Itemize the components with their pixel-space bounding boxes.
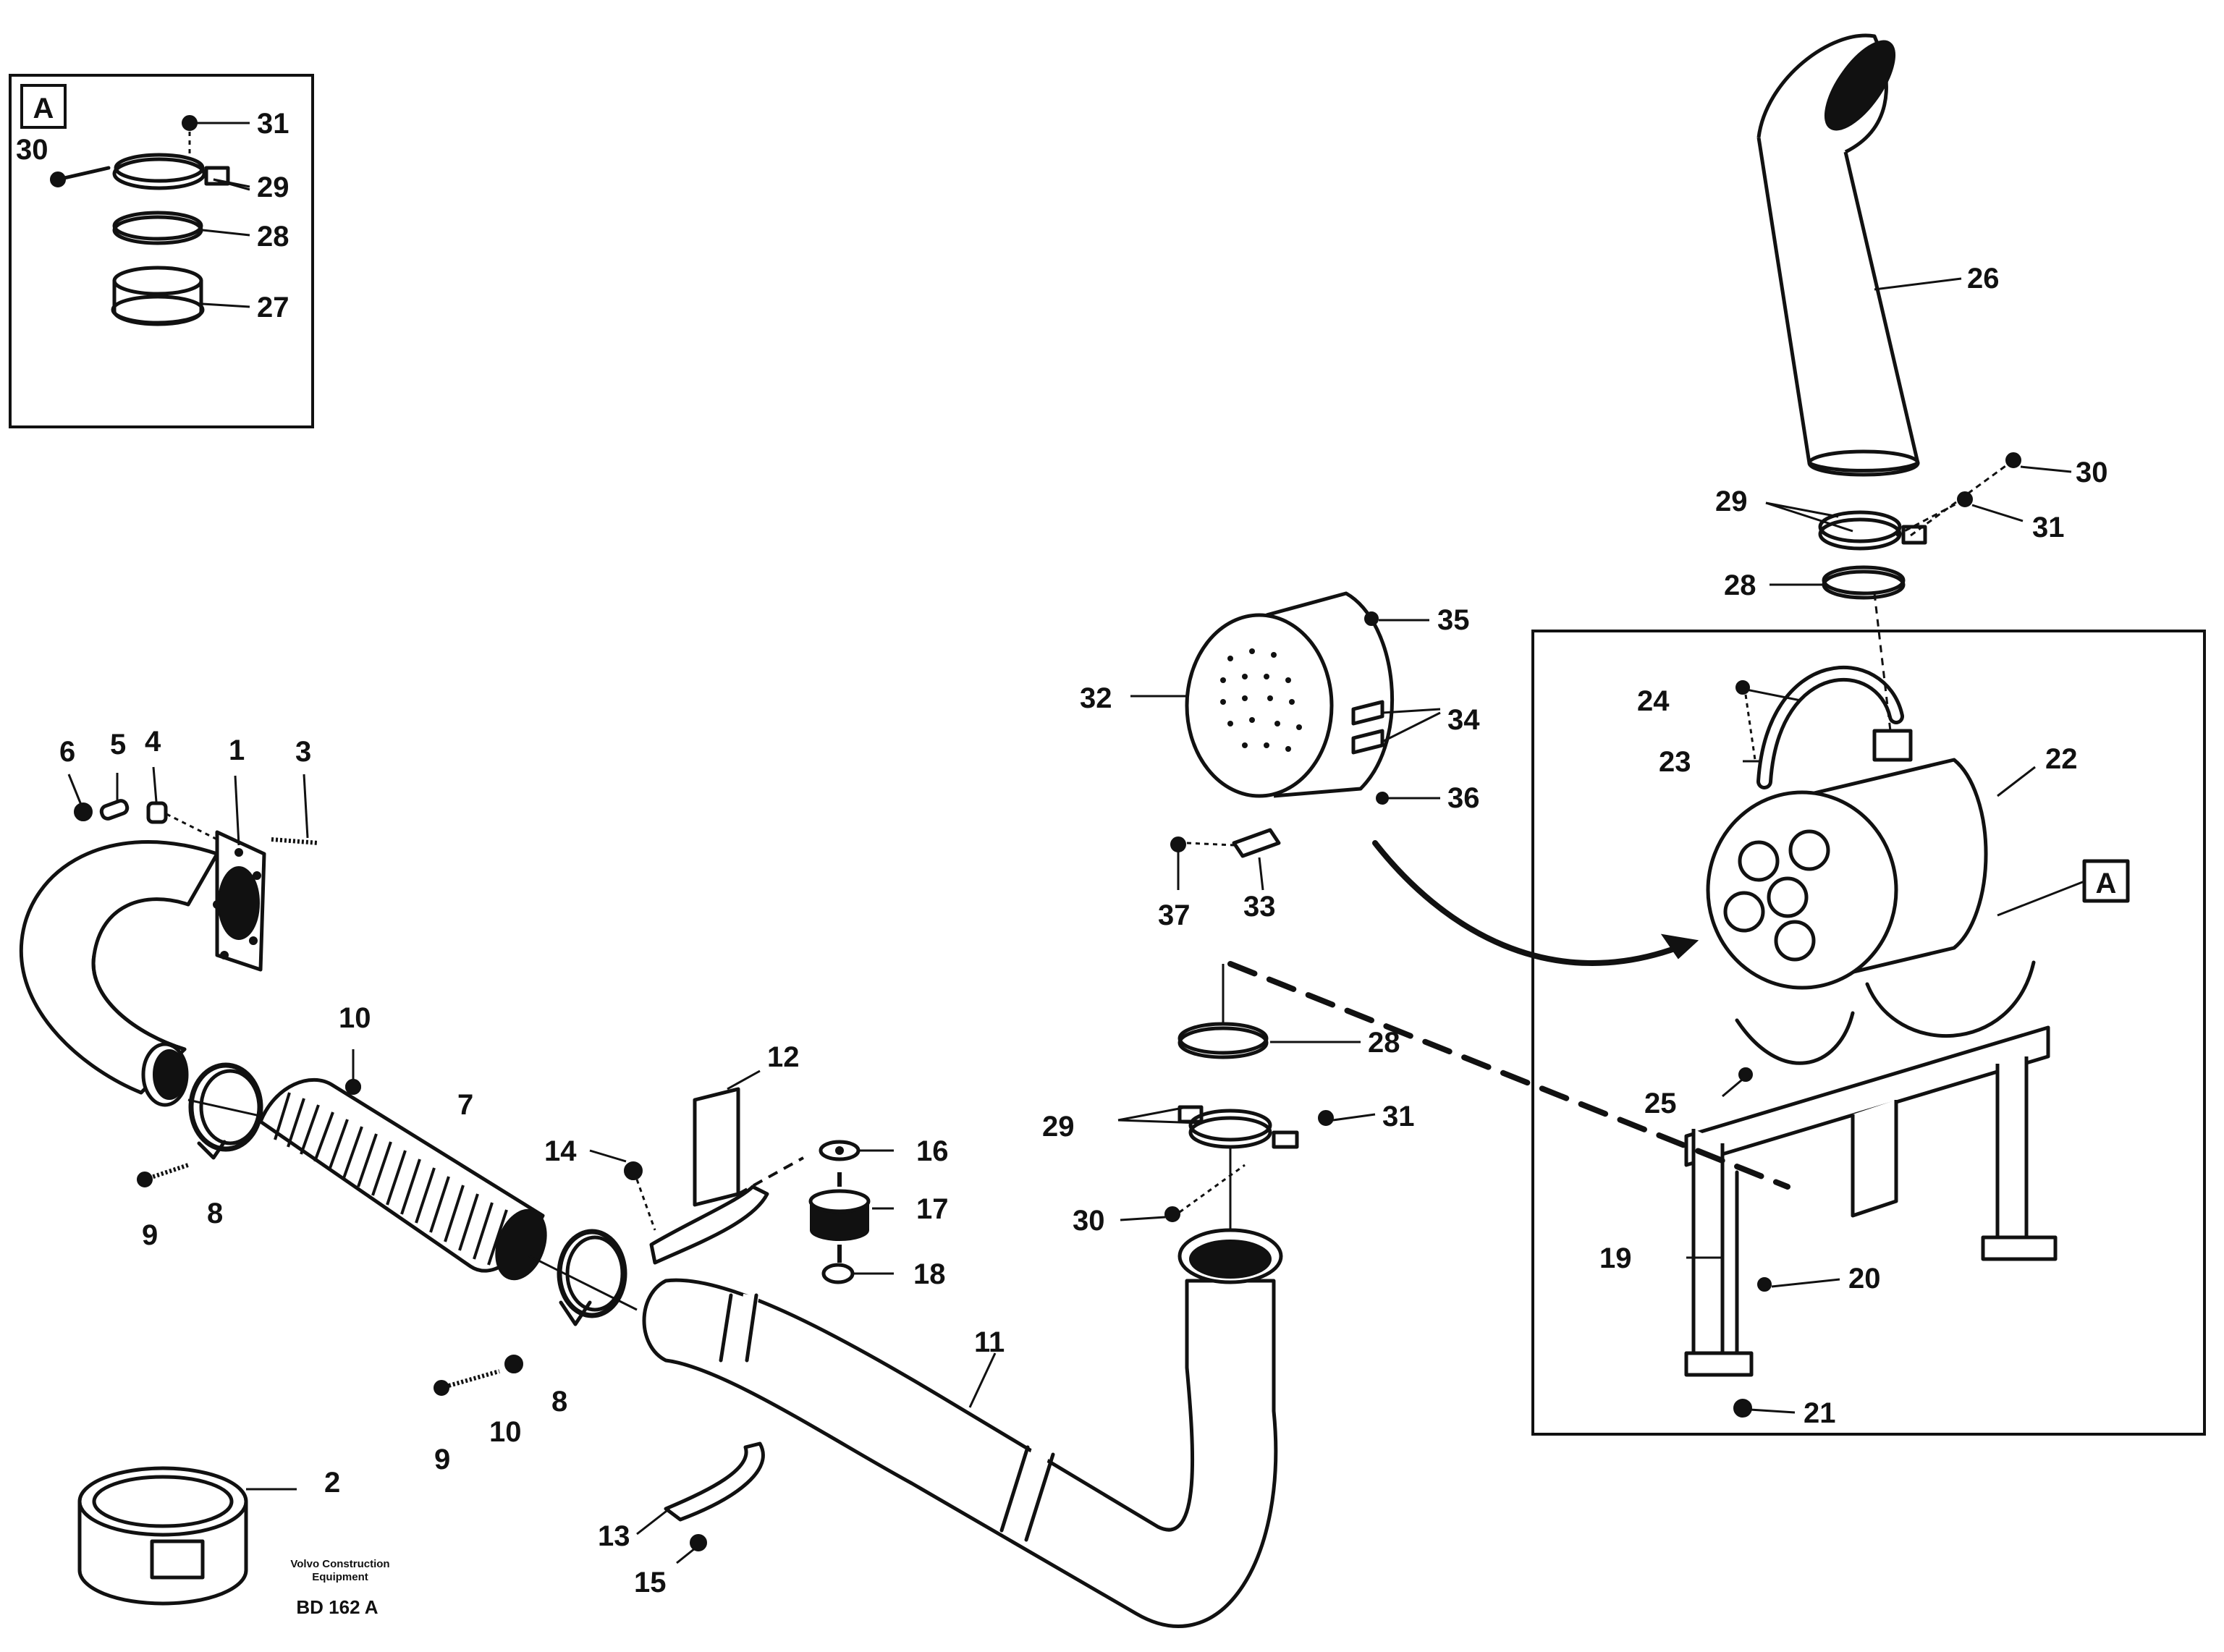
label-8a: 8 — [207, 1198, 223, 1229]
pipe-outlet-clamp — [1117, 961, 1790, 1230]
label-2: 2 — [324, 1467, 340, 1499]
drawing-footer: Volvo Construction Equipment BD 162 A — [290, 1558, 389, 1618]
muffler-stand — [1684, 960, 2058, 1377]
drawing-code: BD 162 A — [296, 1596, 378, 1618]
label-17: 17 — [916, 1193, 949, 1225]
label-13: 13 — [598, 1520, 630, 1552]
label-29-lower: 29 — [1042, 1111, 1075, 1143]
company-name-line1: Volvo Construction — [290, 1558, 389, 1570]
label-29-upper: 29 — [1715, 486, 1748, 517]
label-15: 15 — [634, 1567, 667, 1598]
label-7: 7 — [457, 1089, 473, 1121]
label-31-upper: 31 — [2032, 512, 2065, 543]
label-8b: 8 — [551, 1386, 567, 1418]
label-31-lower: 31 — [1382, 1101, 1415, 1132]
label-36: 36 — [1447, 782, 1480, 814]
label-30-upper: 30 — [2076, 457, 2108, 488]
label-3: 3 — [295, 736, 311, 768]
label-11: 11 — [974, 1326, 1005, 1358]
exhaust-pipe — [642, 1228, 1283, 1628]
detail-label-29: 29 — [257, 171, 289, 203]
label-23: 23 — [1659, 746, 1691, 778]
detail-label-28: 28 — [257, 221, 289, 253]
label-28-upper: 28 — [1724, 569, 1756, 601]
label-21: 21 — [1804, 1397, 1836, 1429]
detail-label-27: 27 — [257, 292, 289, 323]
label-20: 20 — [1848, 1263, 1881, 1295]
label-24: 24 — [1637, 685, 1670, 717]
label-4: 4 — [145, 726, 161, 758]
label-18: 18 — [913, 1258, 946, 1290]
label-35: 35 — [1437, 604, 1470, 636]
label-32: 32 — [1080, 682, 1112, 714]
label-14: 14 — [544, 1135, 577, 1167]
part-number-labels: 1 2 3 4 5 6 7 8 8 9 9 10 10 11 12 13 14 … — [59, 263, 2108, 1598]
label-1: 1 — [229, 734, 245, 766]
flex-bellows — [258, 1077, 547, 1281]
detail-box-a: A 31 30 29 28 27 — [9, 74, 314, 428]
label-9a: 9 — [142, 1219, 158, 1251]
tailpipe-clamp — [1765, 452, 2072, 732]
label-26: 26 — [1967, 263, 2000, 295]
label-28-lower: 28 — [1368, 1027, 1400, 1059]
label-10a: 10 — [339, 1002, 371, 1034]
pipe-bracket-12 — [589, 1069, 804, 1265]
label-5: 5 — [110, 729, 126, 761]
company-name-line2: Equipment — [312, 1571, 368, 1583]
exhaust-elbow — [19, 766, 319, 1107]
pipe-clamp-left — [137, 1062, 361, 1187]
label-10b: 10 — [489, 1416, 522, 1448]
ref-tag-a: A — [2096, 868, 2117, 899]
label-6: 6 — [59, 736, 75, 768]
muffler — [1706, 729, 1988, 990]
detail-label-31: 31 — [257, 108, 289, 140]
pipe-bracket-13 — [636, 1441, 765, 1564]
label-25: 25 — [1644, 1088, 1677, 1119]
label-12: 12 — [767, 1041, 800, 1073]
muffler-assembly-box: A — [1531, 630, 2206, 1436]
label-34: 34 — [1447, 704, 1480, 736]
label-19: 19 — [1599, 1242, 1632, 1274]
label-22: 22 — [2045, 743, 2078, 775]
detail-box-tag: A — [33, 93, 54, 124]
heat-shield — [1130, 591, 1699, 966]
label-30-lower: 30 — [1073, 1205, 1105, 1237]
pipe-clamp-right — [434, 1229, 638, 1396]
label-9b: 9 — [434, 1444, 450, 1475]
rubber-mount — [808, 1140, 894, 1284]
label-33: 33 — [1243, 891, 1276, 923]
label-37: 37 — [1158, 899, 1191, 931]
sealing-compound-can — [77, 1466, 297, 1606]
detail-label-30: 30 — [16, 134, 48, 166]
label-16: 16 — [916, 1135, 949, 1167]
tailpipe — [1756, 33, 1962, 477]
